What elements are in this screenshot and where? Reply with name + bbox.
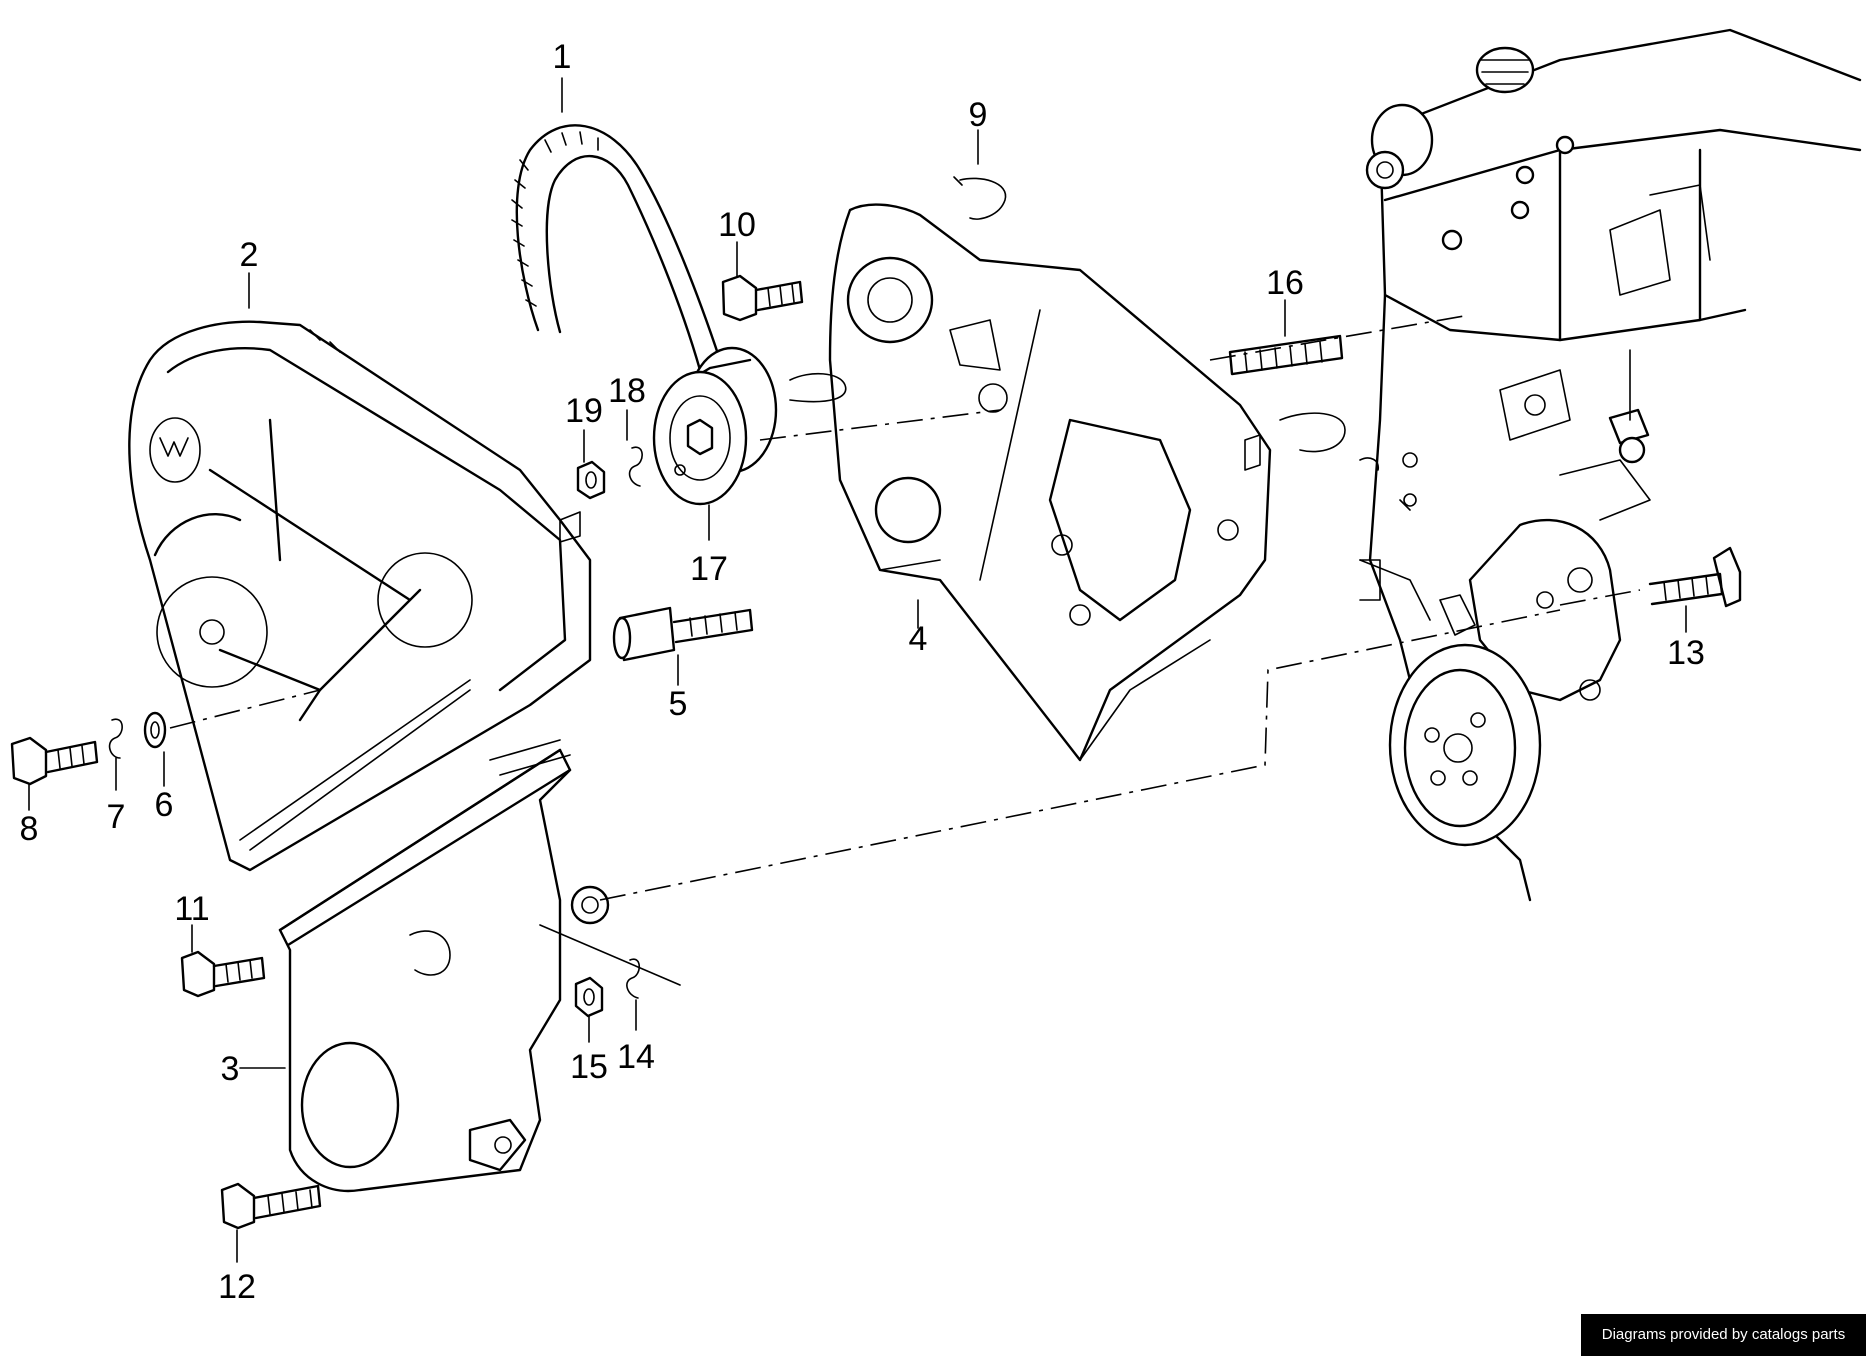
callout-13: 13: [1667, 634, 1705, 672]
bolt-11: [180, 950, 266, 998]
callout-5: 5: [669, 685, 688, 723]
nut-19: [576, 460, 606, 500]
callout-4: 4: [909, 620, 928, 658]
callout-labels: 1 2 3 4 5 6 7 8 9 10 11 12 13 14 15 16 1…: [20, 38, 1705, 1306]
callout-16: 16: [1266, 264, 1304, 302]
lock-washer-14: [626, 958, 641, 999]
timing-belt: [511, 124, 722, 372]
callout-15: 15: [570, 1048, 608, 1086]
assembly-line-a: [169, 689, 321, 729]
bolt-12: [220, 1182, 322, 1230]
water-pump: [1359, 518, 1622, 702]
spring-clip-9: [953, 176, 1007, 220]
callout-7: 7: [107, 798, 126, 836]
callout-1: 1: [553, 38, 572, 76]
callout-2: 2: [240, 236, 259, 274]
washer-6: [143, 711, 167, 749]
callout-3: 3: [221, 1050, 240, 1088]
callout-18: 18: [608, 372, 646, 410]
assembly-line-d: [599, 609, 1561, 901]
bolt-8: [10, 736, 99, 786]
callout-14: 14: [617, 1038, 655, 1076]
spacer-stud-5: [612, 606, 754, 662]
nut-15: [574, 976, 604, 1018]
tensioner-pulley-17: [652, 346, 778, 506]
leader-lines: [28, 77, 1687, 1263]
crankshaft-pulley: [1388, 643, 1542, 847]
stud-16: [1228, 334, 1344, 376]
callout-9: 9: [969, 96, 988, 134]
rear-timing-belt-cover: [828, 203, 1272, 762]
wire-clip-left: [789, 372, 847, 403]
callout-17: 17: [690, 550, 728, 588]
lower-timing-cover: [278, 739, 681, 1193]
diagram-credit-badge: Diagrams provided by catalogs parts: [1581, 1314, 1866, 1356]
lock-washer-7: [108, 718, 123, 759]
engine-block: [1359, 28, 1862, 902]
bolt-13: [1648, 546, 1742, 608]
callout-10: 10: [718, 206, 756, 244]
callout-11: 11: [174, 890, 209, 928]
lock-washer-18: [628, 446, 643, 487]
assembly-line-b: [759, 409, 1001, 441]
callout-8: 8: [20, 810, 39, 848]
assembly-line-e: [1559, 589, 1641, 606]
upper-timing-cover: [128, 320, 592, 872]
assembly-line-c: [1209, 314, 1471, 361]
callout-12: 12: [218, 1268, 256, 1306]
callout-19: 19: [565, 392, 603, 430]
wire-clip-right: [1279, 412, 1346, 453]
bolt-10: [721, 274, 804, 322]
callout-6: 6: [155, 786, 174, 824]
